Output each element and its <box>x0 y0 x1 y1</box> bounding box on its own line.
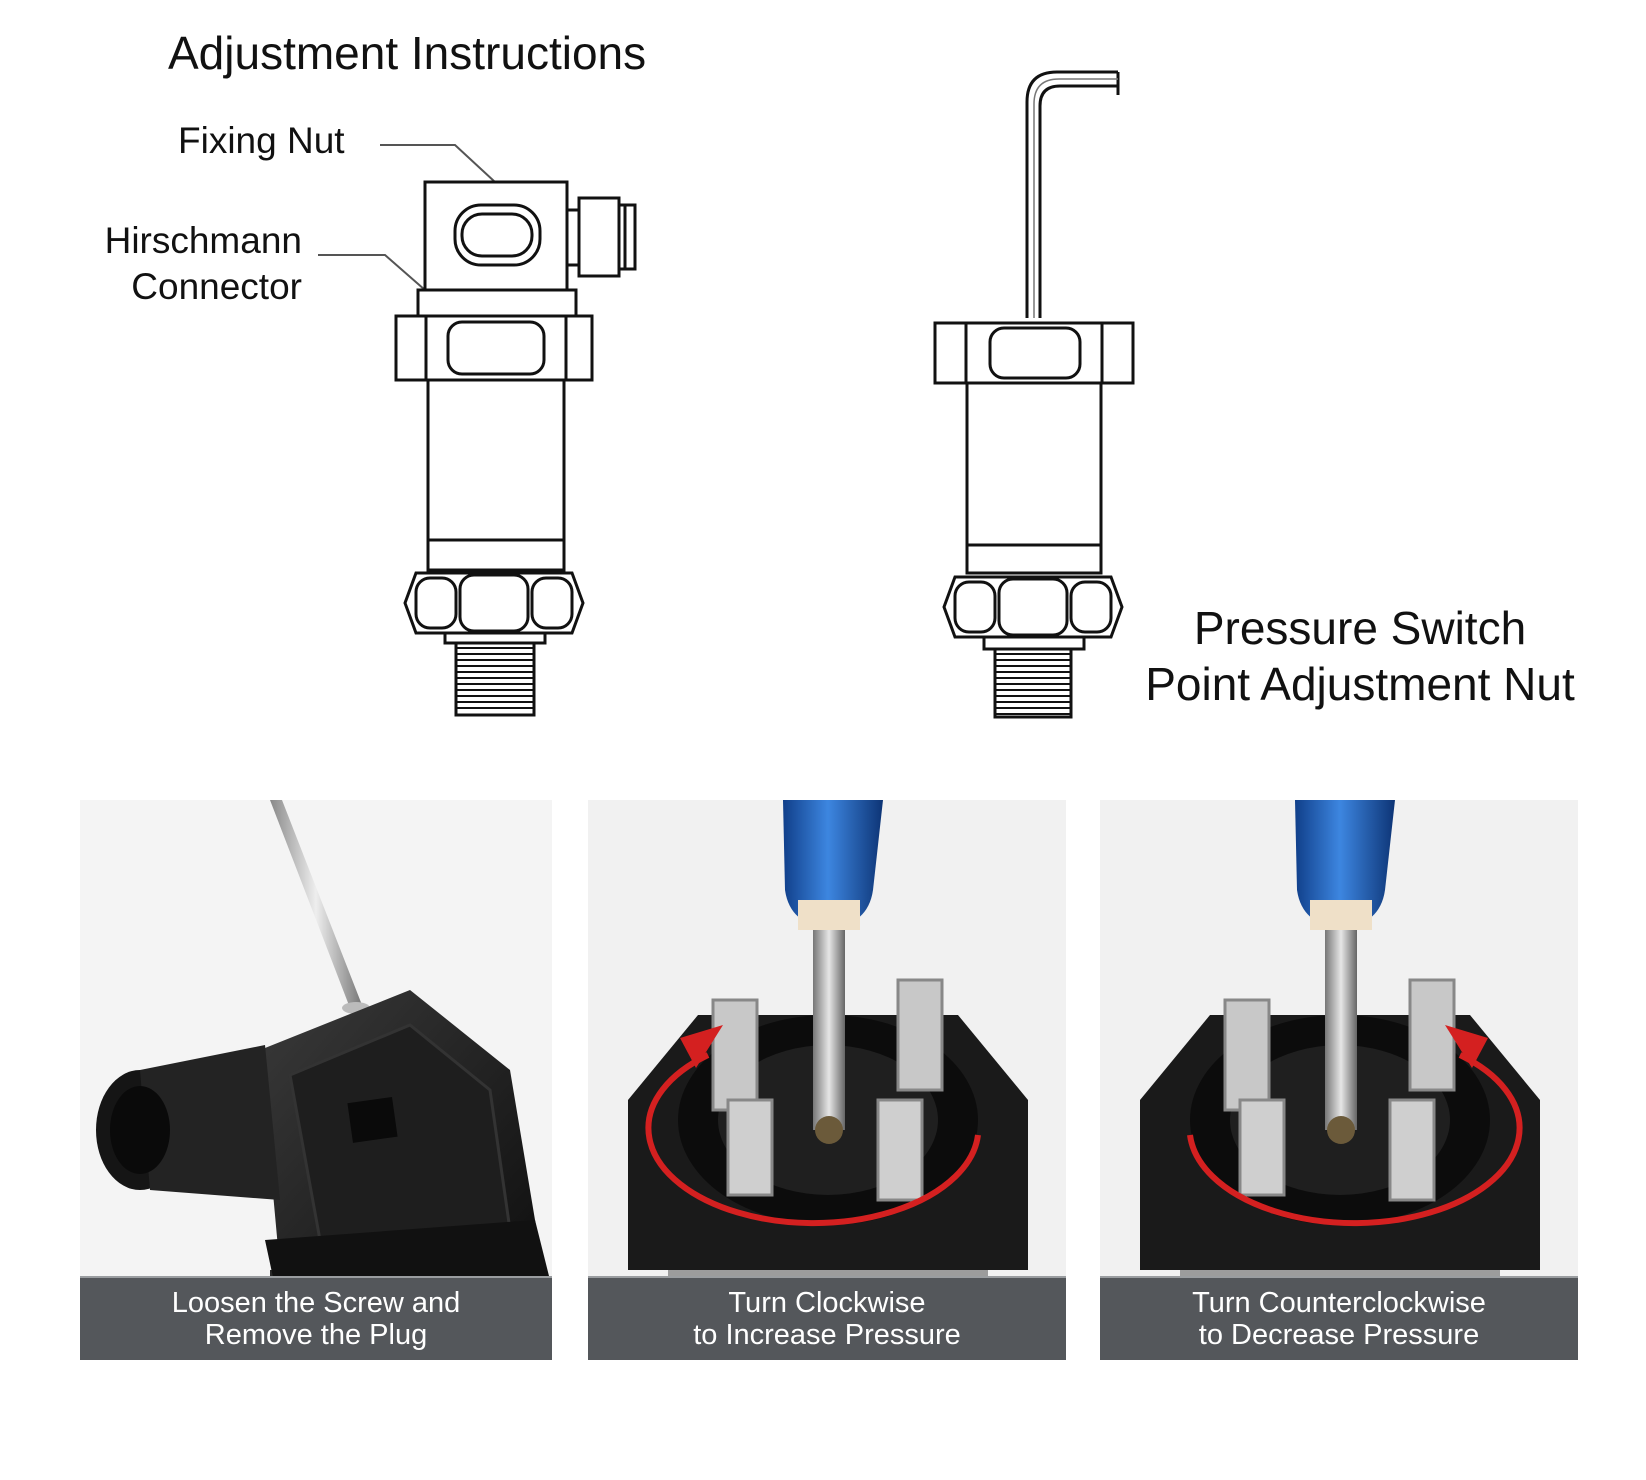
fixing-nut-leader <box>380 144 496 183</box>
adjustment-nut-label: Pressure Switch Point Adjustment Nut <box>1145 602 1575 710</box>
caption-remove-plug: Loosen the Screw and Remove the Plug <box>80 1276 552 1360</box>
switch-line-drawing <box>318 70 1135 719</box>
left-switch-drawing <box>394 180 637 717</box>
fixing-nut-label: Fixing Nut <box>178 120 345 161</box>
connector-leader <box>318 254 426 291</box>
page-title: Adjustment Instructions <box>168 27 647 79</box>
caption-counterclockwise: Turn Counterclockwise to Decrease Pressu… <box>1100 1276 1578 1360</box>
photo-clockwise: Turn Clockwise to Increase Pressure <box>588 800 1066 1360</box>
hirschmann-connector-label: Hirschmann Connector <box>104 220 302 307</box>
photo-counterclockwise: Turn Counterclockwise to Decrease Pressu… <box>1100 800 1578 1360</box>
right-thread <box>995 653 1071 715</box>
caption-clockwise: Turn Clockwise to Increase Pressure <box>588 1276 1066 1360</box>
photo-remove-plug: Loosen the Screw and Remove the Plug <box>80 800 552 1360</box>
left-thread <box>456 647 534 709</box>
right-switch-drawing <box>933 70 1135 719</box>
